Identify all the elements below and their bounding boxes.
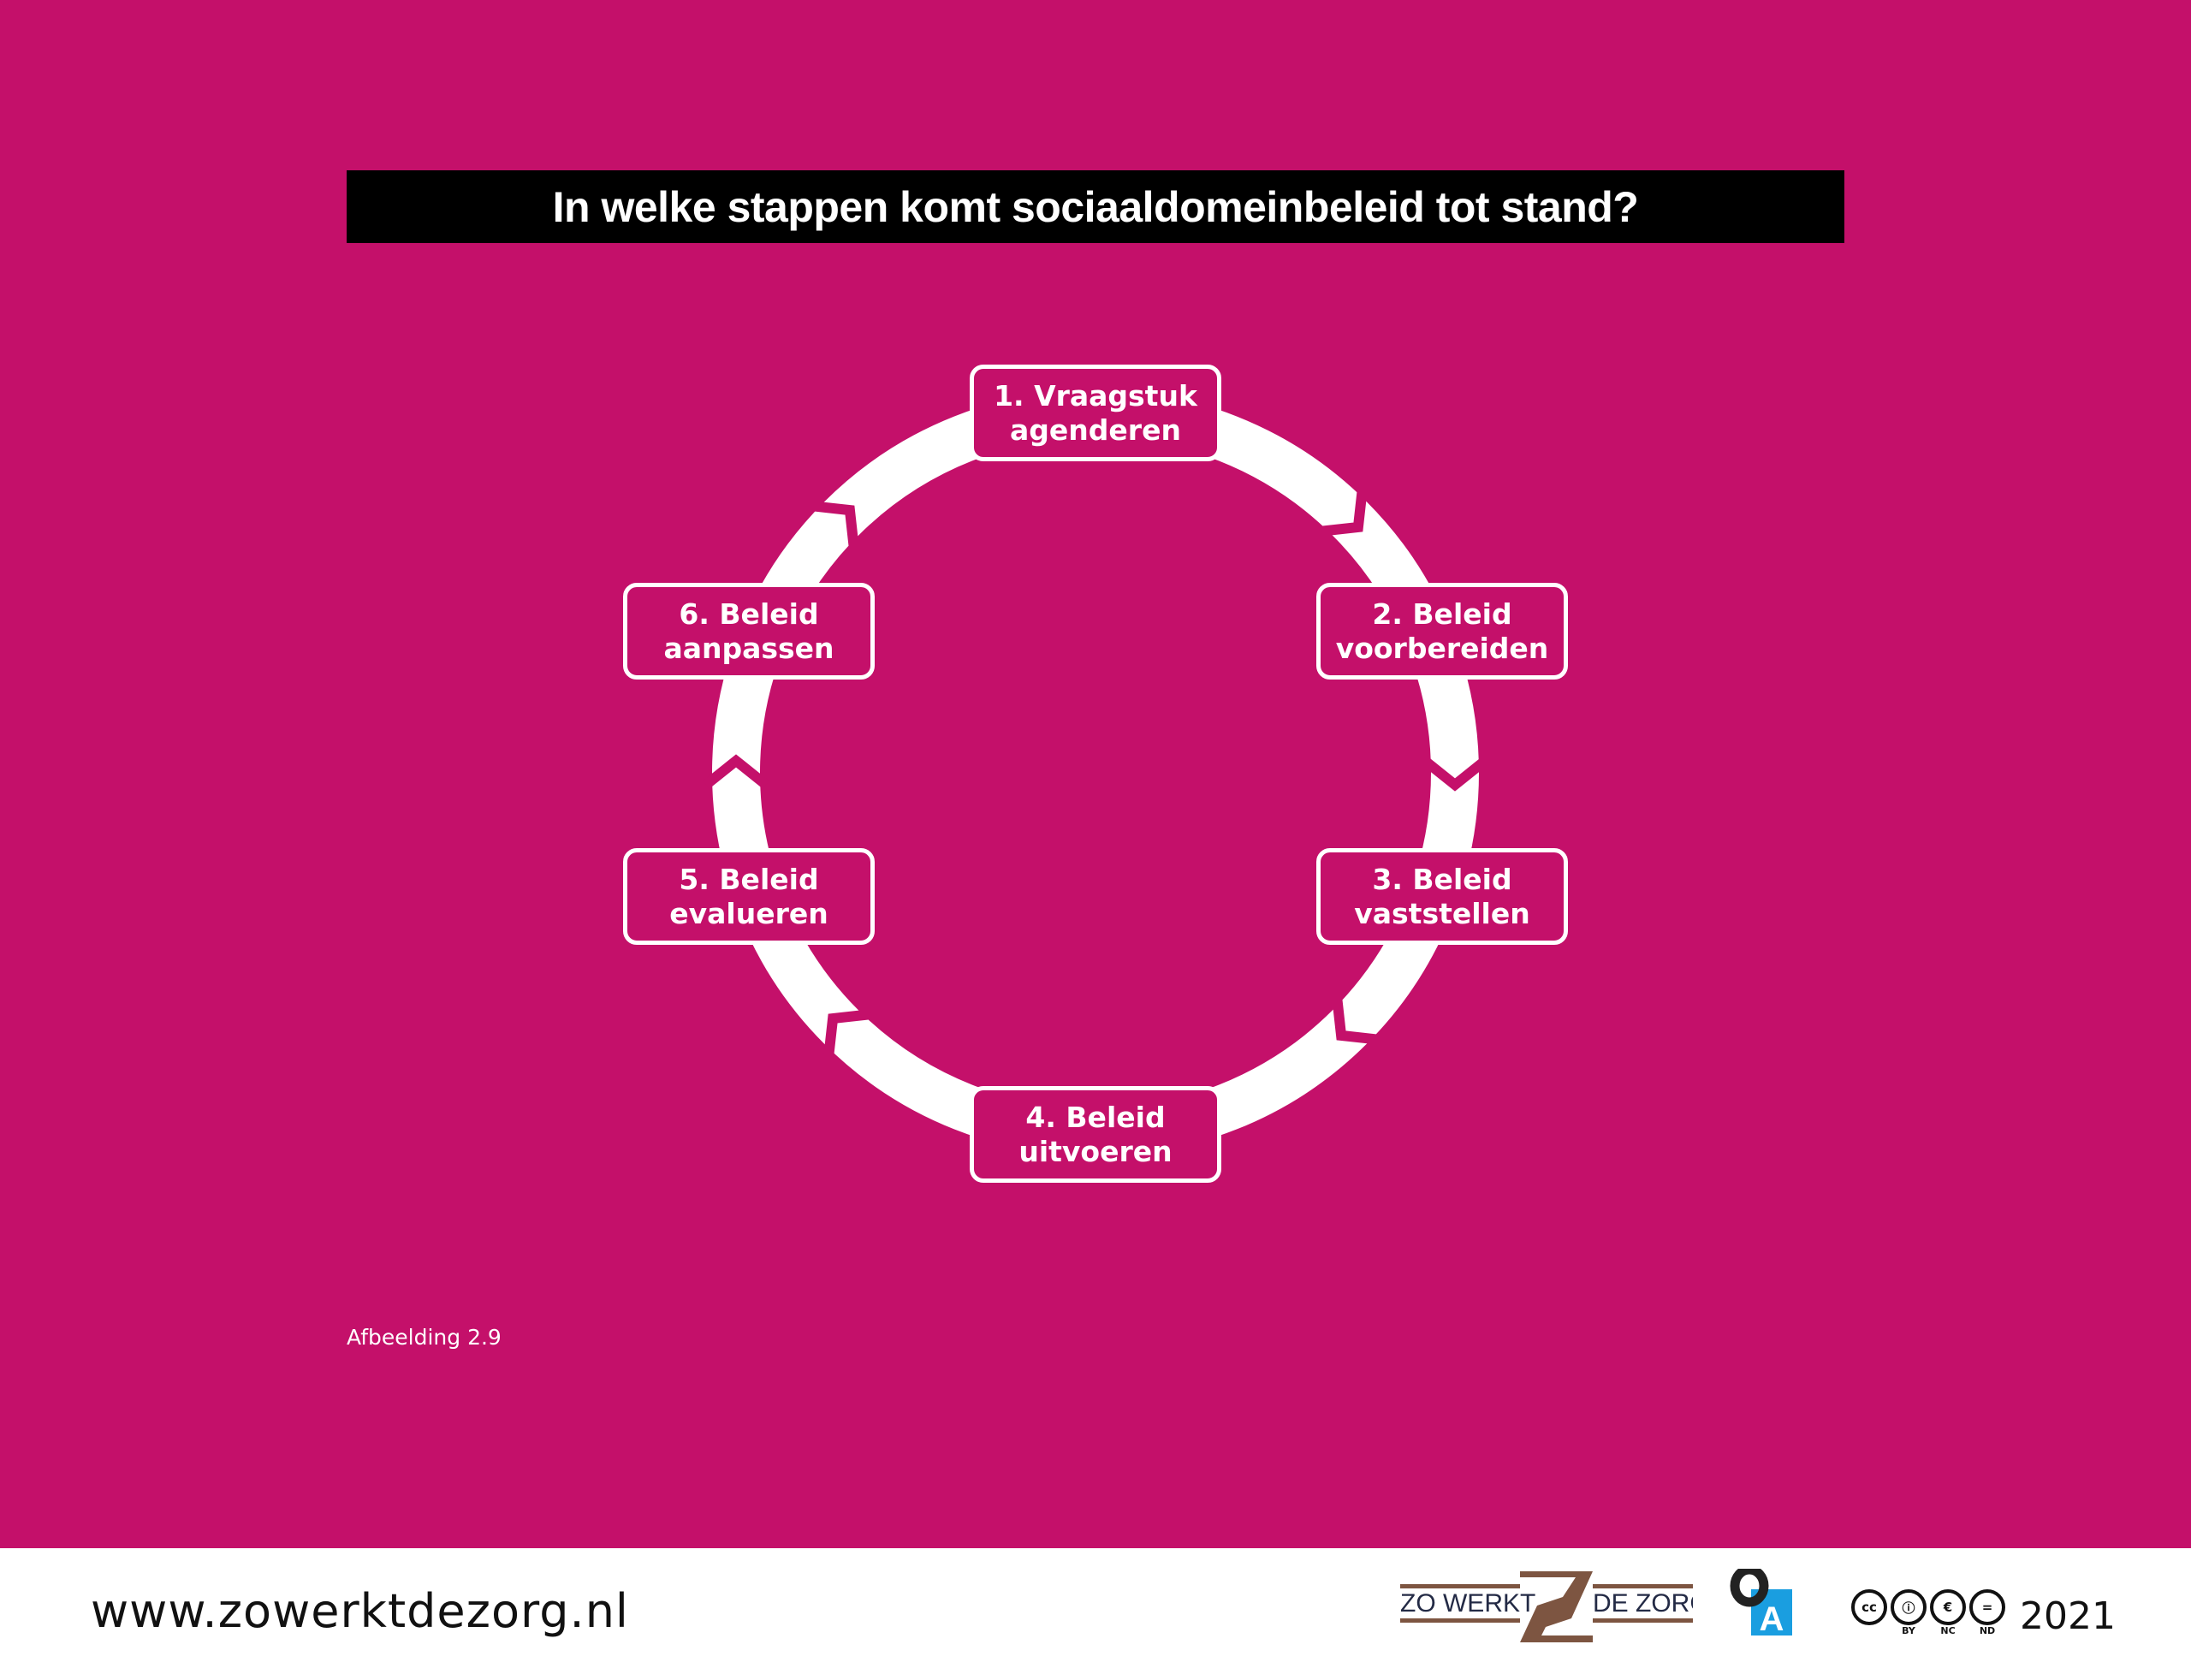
oa-letter: A xyxy=(1760,1600,1784,1637)
website-link[interactable]: www.zowerktdezorg.nl xyxy=(91,1584,629,1638)
step-5-line1: 5. Beleid xyxy=(679,862,819,896)
step-4-line2: uitvoeren xyxy=(1018,1134,1173,1168)
step-1-line2: agenderen xyxy=(1010,413,1181,447)
page-title: In welke stappen komt sociaaldomeinbelei… xyxy=(347,170,1844,243)
no-derivatives-icon: = xyxy=(1969,1589,2005,1625)
step-1-line1: 1. Vraagstuk xyxy=(994,378,1197,413)
step-3-line1: 3. Beleid xyxy=(1372,862,1512,896)
footer: www.zowerktdezorg.nl ZO WERKT DE ZORG A … xyxy=(0,1548,2191,1680)
nd-label: ND xyxy=(1979,1625,1996,1636)
zo-werkt-de-zorg-logo: ZO WERKT DE ZORG xyxy=(1400,1571,1693,1642)
slide: In welke stappen komt sociaaldomeinbelei… xyxy=(347,170,1844,1350)
cycle-arrow-3 xyxy=(1332,996,1381,1045)
cycle-arrow-6 xyxy=(810,501,859,549)
cycle-arrow-5 xyxy=(703,754,769,789)
logo-right-text: DE ZORG xyxy=(1593,1589,1693,1618)
step-2-box: 2. Beleid voorbereiden xyxy=(1316,583,1568,680)
year: 2021 xyxy=(2020,1594,2116,1638)
figure-caption: Afbeelding 2.9 xyxy=(347,1325,502,1350)
step-4-line1: 4. Beleid xyxy=(1025,1100,1166,1134)
step-4-box: 4. Beleid uitvoeren xyxy=(970,1086,1221,1183)
by-label: BY xyxy=(1902,1625,1915,1636)
step-2-line1: 2. Beleid xyxy=(1372,597,1512,631)
cc-icon: cc xyxy=(1851,1589,1887,1625)
cycle-ring-track xyxy=(712,389,1479,1156)
non-commercial-icon: € xyxy=(1930,1589,1966,1625)
cycle-arrow-2 xyxy=(1422,757,1488,792)
step-6-line1: 6. Beleid xyxy=(679,597,819,631)
step-3-box: 3. Beleid vaststellen xyxy=(1316,848,1568,945)
by-person-icon: ⓘ xyxy=(1891,1589,1927,1625)
cycle-arrow-1 xyxy=(1319,488,1368,537)
open-access-logo: A xyxy=(1730,1569,1792,1637)
cycle-arrow-4 xyxy=(823,1009,872,1058)
nc-label: NC xyxy=(1940,1625,1956,1636)
step-2-line2: voorbereiden xyxy=(1335,631,1549,665)
step-5-line2: evalueren xyxy=(669,896,828,930)
step-6-line2: aanpassen xyxy=(663,631,834,665)
step-1-box: 1. Vraagstuk agenderen xyxy=(970,365,1221,461)
logo-left-text: ZO WERKT xyxy=(1400,1589,1535,1618)
step-6-box: 6. Beleid aanpassen xyxy=(623,583,875,680)
step-3-line2: vaststellen xyxy=(1354,896,1530,930)
step-5-box: 5. Beleid evalueren xyxy=(623,848,875,945)
cycle-ring xyxy=(703,389,1488,1156)
